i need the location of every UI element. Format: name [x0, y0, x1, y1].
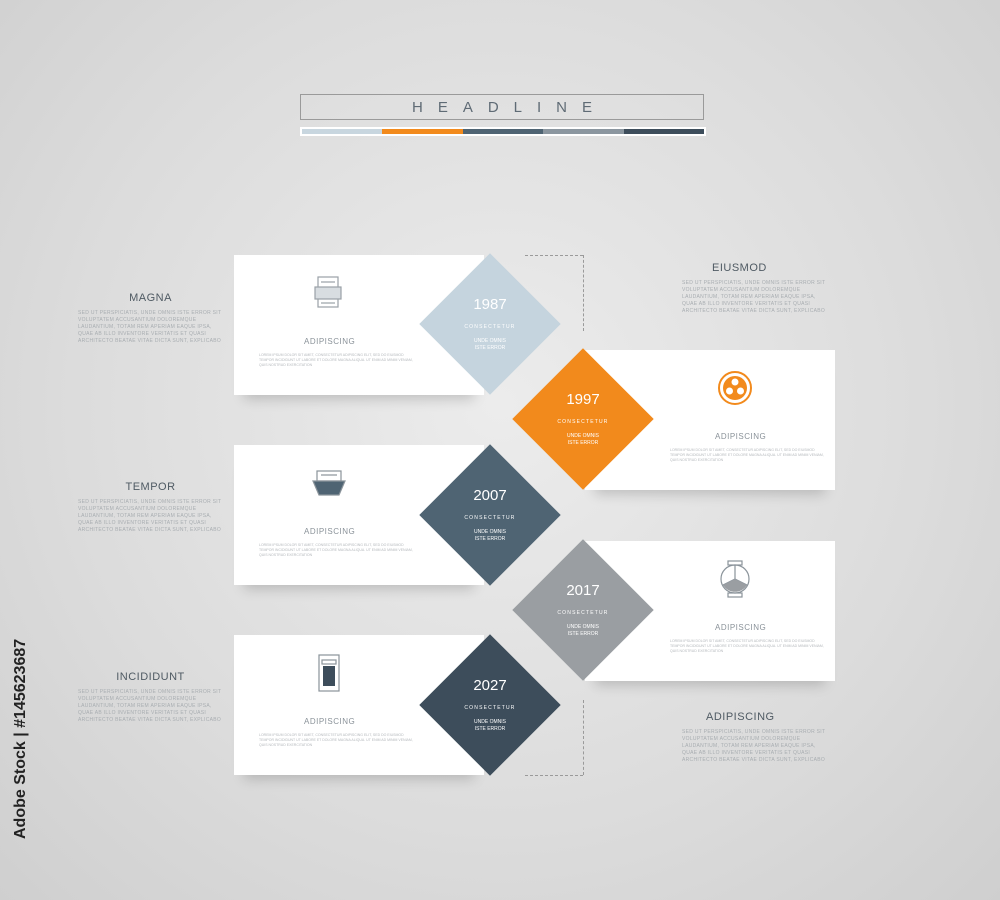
document-stack-icon	[309, 273, 349, 313]
side-note-title: MAGNA	[129, 292, 172, 304]
side-note-title: INCIDIDUNT	[116, 671, 185, 683]
headline-title: HEADLINE	[411, 98, 608, 116]
connector-top-horizontal	[525, 255, 583, 256]
step-card-1987: ADIPISCING LOREM IPSUM DOLOR SIT AMET, C…	[234, 255, 484, 395]
card-label: ADIPISCING	[304, 527, 356, 536]
year-sub-line-2: ISTE ERROR	[474, 345, 506, 351]
year-label: 1987	[473, 296, 507, 313]
watermark-text: Adobe Stock | #145623687	[12, 638, 29, 839]
phone-icon	[309, 653, 349, 693]
year-sub-line-1: UNDE OMNIS	[474, 338, 506, 344]
year-sub: CONSECTETUR	[464, 515, 516, 521]
side-note-eiusmod: EIUSMOD SED UT PERSPICIATIS, UNDE OMNIS …	[682, 262, 827, 315]
side-note-body: SED UT PERSPICIATIS, UNDE OMNIS ISTE ERR…	[78, 499, 222, 533]
year-sub: CONSECTETUR	[464, 324, 516, 330]
connector-bottom-vertical	[583, 700, 584, 775]
card-text: LOREM IPSUM DOLOR SIT AMET, CONSECTETUR …	[670, 448, 824, 462]
card-label: ADIPISCING	[304, 717, 356, 726]
headline-box: HEADLINE	[300, 94, 704, 120]
card-label: ADIPISCING	[715, 432, 767, 441]
year-sub-line-1: UNDE OMNIS	[567, 624, 599, 630]
side-note-incididunt: INCIDIDUNT SED UT PERSPICIATIS, UNDE OMN…	[78, 671, 223, 724]
connector-bottom-horizontal	[525, 775, 583, 776]
card-text: LOREM IPSUM DOLOR SIT AMET, CONSECTETUR …	[259, 353, 413, 367]
card-label: ADIPISCING	[304, 337, 356, 346]
step-card-1997: ADIPISCING LOREM IPSUM DOLOR SIT AMET, C…	[585, 350, 835, 490]
headline-bar-segment	[543, 129, 624, 134]
side-note-body: SED UT PERSPICIATIS, UNDE OMNIS ISTE ERR…	[78, 310, 222, 344]
year-label: 2027	[473, 677, 507, 694]
side-note-title: ADIPISCING	[706, 711, 775, 723]
headline-bar-segment	[623, 129, 705, 134]
side-note-title: TEMPOR	[125, 481, 176, 493]
year-label: 2007	[473, 487, 507, 504]
year-label: 1997	[566, 391, 600, 408]
side-note-body: SED UT PERSPICIATIS, UNDE OMNIS ISTE ERR…	[682, 280, 826, 314]
card-text: LOREM IPSUM DOLOR SIT AMET, CONSECTETUR …	[259, 733, 413, 747]
year-sub-line-2: ISTE ERROR	[474, 536, 506, 542]
year-sub: CONSECTETUR	[464, 705, 516, 711]
side-note-adipiscing: ADIPISCING SED UT PERSPICIATIS, UNDE OMN…	[682, 711, 827, 764]
year-sub: CONSECTETUR	[557, 419, 609, 425]
side-note-body: SED UT PERSPICIATIS, UNDE OMNIS ISTE ERR…	[78, 689, 222, 723]
year-sub-line-1: UNDE OMNIS	[474, 529, 506, 535]
headline-color-bar	[300, 127, 706, 136]
year-sub-line-1: UNDE OMNIS	[567, 433, 599, 439]
connector-top-vertical	[583, 255, 584, 331]
year-sub-line-2: ISTE ERROR	[567, 440, 599, 446]
year-sub: CONSECTETUR	[557, 610, 609, 616]
card-text: LOREM IPSUM DOLOR SIT AMET, CONSECTETUR …	[670, 639, 824, 653]
stock-watermark: Adobe Stock | #145623687	[6, 638, 36, 860]
year-label: 2017	[566, 582, 600, 599]
side-note-body: SED UT PERSPICIATIS, UNDE OMNIS ISTE ERR…	[682, 729, 826, 763]
year-sub-line-2: ISTE ERROR	[567, 631, 599, 637]
headline-bar-segment	[382, 129, 463, 134]
year-sub-line-2: ISTE ERROR	[474, 726, 506, 732]
card-text: LOREM IPSUM DOLOR SIT AMET, CONSECTETUR …	[259, 543, 413, 557]
headline-bar-segment	[462, 129, 544, 134]
headline-bar-segment	[302, 129, 383, 134]
pie-chart-icon	[715, 559, 755, 599]
three-dots-circle-icon	[715, 368, 755, 408]
card-label: ADIPISCING	[715, 623, 767, 632]
year-sub-line-1: UNDE OMNIS	[474, 719, 506, 725]
side-note-tempor: TEMPOR SED UT PERSPICIATIS, UNDE OMNIS I…	[78, 481, 223, 534]
tray-icon	[309, 463, 349, 503]
side-note-magna: MAGNA SED UT PERSPICIATIS, UNDE OMNIS IS…	[78, 292, 223, 345]
side-note-title: EIUSMOD	[712, 262, 767, 274]
